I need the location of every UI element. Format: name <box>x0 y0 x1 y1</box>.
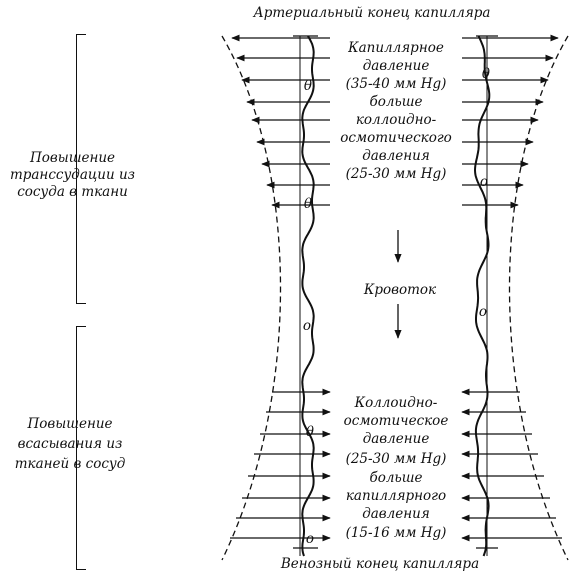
cell-mark: θ <box>481 66 491 82</box>
venous-end-caption: Венозный конец капилляра <box>280 556 480 572</box>
lower-text-line: больше <box>369 470 423 486</box>
upper-bracket <box>76 34 86 304</box>
upper-left-label-line: транссудации из <box>9 167 136 183</box>
cell-mark: o <box>305 531 315 547</box>
left-outer-dashed-outline <box>221 35 282 561</box>
right-outer-dashed-outline <box>508 35 569 561</box>
lower-text-line: осмотическое <box>343 413 449 429</box>
upper-text-line: давления <box>362 148 430 164</box>
upper-text-line: (25-30 мм Hg) <box>345 166 447 182</box>
lower-text-line: капиллярного <box>345 488 447 504</box>
upper-text-line: больше <box>369 94 423 110</box>
lower-text-line: (25-30 мм Hg) <box>345 451 447 467</box>
cell-mark: θ <box>303 196 313 212</box>
cell-mark: o <box>478 304 488 320</box>
lower-text-line: Коллоидно- <box>354 395 438 411</box>
left-capillary-wall <box>301 35 315 557</box>
upper-text-line: (35-40 мм Hg) <box>345 76 447 92</box>
lower-text-line: давление <box>362 431 430 447</box>
blood-flow-label: Кровоток <box>363 282 437 298</box>
cell-mark: θ <box>303 78 313 94</box>
upper-text-line: давление <box>362 58 430 74</box>
upper-text-line: осмотического <box>340 130 452 146</box>
upper-left-label-line: Повышение <box>29 150 116 166</box>
arterial-end-caption: Артериальный конец капилляра <box>253 5 491 21</box>
lower-left-label-line: тканей в сосуд <box>14 456 126 472</box>
upper-text-line: Капиллярное <box>348 40 444 56</box>
cell-mark: o <box>479 174 489 190</box>
lower-text-line: (15-16 мм Hg) <box>345 525 447 541</box>
lower-left-label-line: Повышение <box>27 416 113 432</box>
right-capillary-wall <box>473 35 491 557</box>
cell-mark: θ <box>305 424 315 440</box>
upper-text-line: коллоидно- <box>355 112 437 128</box>
cell-mark: o <box>302 318 312 334</box>
lower-bracket <box>76 326 86 570</box>
lower-text-line: давления <box>362 506 430 522</box>
lower-left-label-line: всасывания из <box>17 436 123 452</box>
upper-left-label-line: сосуда в ткани <box>17 184 128 200</box>
